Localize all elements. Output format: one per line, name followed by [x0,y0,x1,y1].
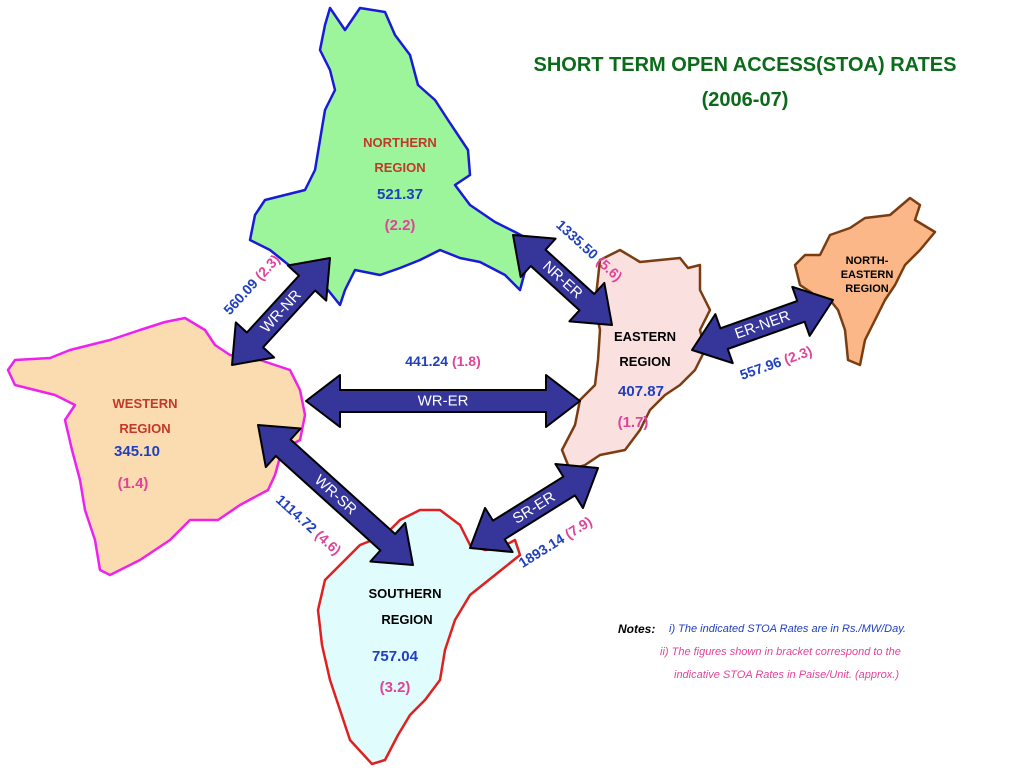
western-region-name-2: REGION [119,421,171,436]
note-2-line-2: indicative STOA Rates in Paise/Unit. (ap… [674,669,899,681]
link-rate-er-ner: 557.96 (2.3) [738,343,815,383]
ner-region-name-2: EASTERN [840,269,894,281]
western-region-name: WESTERN [112,396,178,411]
arrow-nr-er [512,234,613,326]
arrow-sr-er [469,462,599,554]
note-2-line-1: ii) The figures shown in bracket corresp… [660,646,901,658]
arrow-wr-er [305,374,581,428]
link-rate-paise-sr-er: (7.9) [562,513,595,542]
link-rate-wr-er: 441.24 (1.8) [405,353,481,369]
map-title: SHORT TERM OPEN ACCESS(STOA) RATES [533,54,957,76]
eastern-region-paise: (1.7) [617,414,649,431]
note-1: i) The indicated STOA Rates are in Rs./M… [669,623,906,635]
southern-region-rate: 757.04 [372,648,418,665]
link-rate-value-wr-nr: 560.09 [220,272,263,317]
ner-region-name: NORTH- [845,255,889,267]
link-rate-paise-wr-er: (1.8) [452,353,481,369]
southern-region-shape [316,508,522,766]
north-eastern-region-shape [793,196,937,367]
northern-region-shape [248,6,532,307]
map-subtitle: (2006-07) [701,89,789,111]
western-region-paise: (1.4) [117,475,149,492]
northern-region-name: NORTHERN [363,135,437,150]
arrow-wr-nr [230,256,332,367]
link-rate-value-nr-er: 1335.50 [553,216,604,264]
northern-region-paise: (2.2) [384,217,416,234]
northern-region-rate: 521.37 [377,186,423,203]
notes-heading: Notes: [618,622,656,636]
arrow-er-ner [690,285,835,365]
western-region-shape [6,316,307,577]
northern-region-name-2: REGION [374,160,426,175]
eastern-region-rate: 407.87 [618,383,664,400]
link-rate-paise-er-ner: (2.3) [782,343,814,368]
link-label-wr-er: WR-ER [418,393,469,410]
link-arrows [230,234,835,566]
southern-region-paise: (3.2) [379,679,411,696]
ner-region-name-3: REGION [845,283,889,295]
western-region-rate: 345.10 [114,443,160,460]
link-rate-value-wr-sr: 1114.72 [273,491,323,538]
eastern-region-name-2: REGION [619,354,671,369]
southern-region-name-2: REGION [381,612,433,627]
southern-region-name: SOUTHERN [368,586,442,601]
link-rate-value-er-ner: 557.96 [738,352,787,383]
link-rate-value-wr-er: 441.24 [405,353,452,369]
link-rate-value-sr-er: 1893.14 [516,528,571,570]
arrow-wr-sr [256,424,415,566]
eastern-region-name: EASTERN [613,329,677,344]
